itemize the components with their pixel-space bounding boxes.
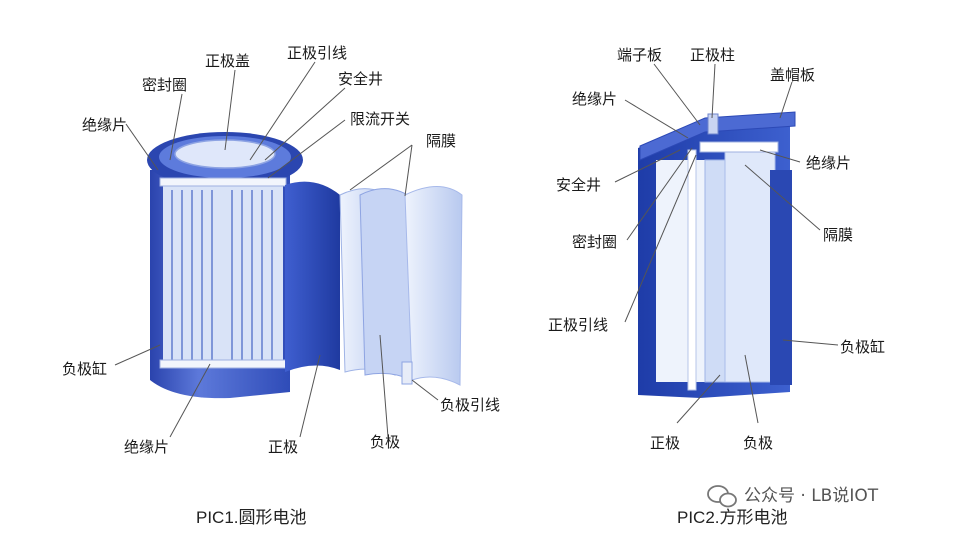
label-prism-negative-can: 负极缸 [840, 338, 885, 356]
caption-prismatic: PIC2.方形电池 [677, 508, 788, 527]
cyl-leader-lines [114, 61, 439, 438]
label-prism-insulator-right: 绝缘片 [806, 154, 851, 172]
prism-positive-lead [687, 149, 697, 391]
label-cyl-positive-electrode: 正极 [268, 438, 298, 456]
label-prism-safety-vent: 安全井 [556, 176, 601, 194]
label-prism-positive-electrode: 正极 [650, 434, 680, 452]
label-cyl-insulator-bottom: 绝缘片 [124, 438, 169, 456]
prism-insulator-right [699, 141, 779, 153]
prism-side-plate [770, 170, 792, 385]
prism-separator-sheet [724, 149, 776, 383]
wechat-icon [707, 485, 737, 508]
label-cyl-separator: 隔膜 [426, 132, 456, 150]
cyl-bottom-insulator [159, 359, 287, 369]
label-cyl-current-limit-switch: 限流开关 [350, 110, 410, 128]
cyl-positive-cap [174, 139, 276, 169]
prism-positive-post [707, 113, 719, 135]
cyl-separator-2 [404, 186, 463, 386]
label-prism-positive-post: 正极柱 [690, 46, 735, 64]
prism-leader-lines [614, 63, 839, 424]
label-cyl-positive-lead: 正极引线 [287, 44, 347, 62]
label-cyl-negative-lead: 负极引线 [440, 396, 500, 414]
cyl-jelly-roll [171, 190, 273, 360]
cyl-positive-electrode [285, 181, 340, 372]
label-cyl-negative-electrode: 负极 [370, 433, 400, 451]
watermark-text: 公众号 · LB说IOT [744, 486, 879, 506]
prismatic-battery [638, 111, 796, 398]
label-prism-terminal-plate: 端子板 [617, 46, 662, 64]
watermark: 公众号 · LB说IOT [707, 485, 879, 508]
label-cyl-positive-cap: 正极盖 [205, 52, 250, 70]
prism-cap-plate [639, 111, 796, 161]
label-prism-negative-electrode: 负极 [743, 434, 773, 452]
label-cyl-negative-can: 负极缸 [62, 360, 107, 378]
label-prism-cap-plate: 盖帽板 [770, 66, 815, 84]
label-prism-separator: 隔膜 [823, 226, 853, 244]
label-prism-seal-ring: 密封圈 [572, 233, 617, 251]
cyl-negative-lead-tab [401, 361, 413, 385]
label-cyl-seal-ring: 密封圈 [142, 76, 187, 94]
label-cyl-insulator-top: 绝缘片 [82, 116, 127, 134]
cylindrical-battery [147, 132, 463, 399]
caption-cylindrical: PIC1.圆形电池 [196, 508, 307, 527]
cyl-top-insulator [159, 177, 287, 187]
label-cyl-safety-vent: 安全井 [338, 70, 383, 88]
label-prism-insulator-top: 绝缘片 [572, 90, 617, 108]
label-prism-positive-lead: 正极引线 [548, 316, 608, 334]
